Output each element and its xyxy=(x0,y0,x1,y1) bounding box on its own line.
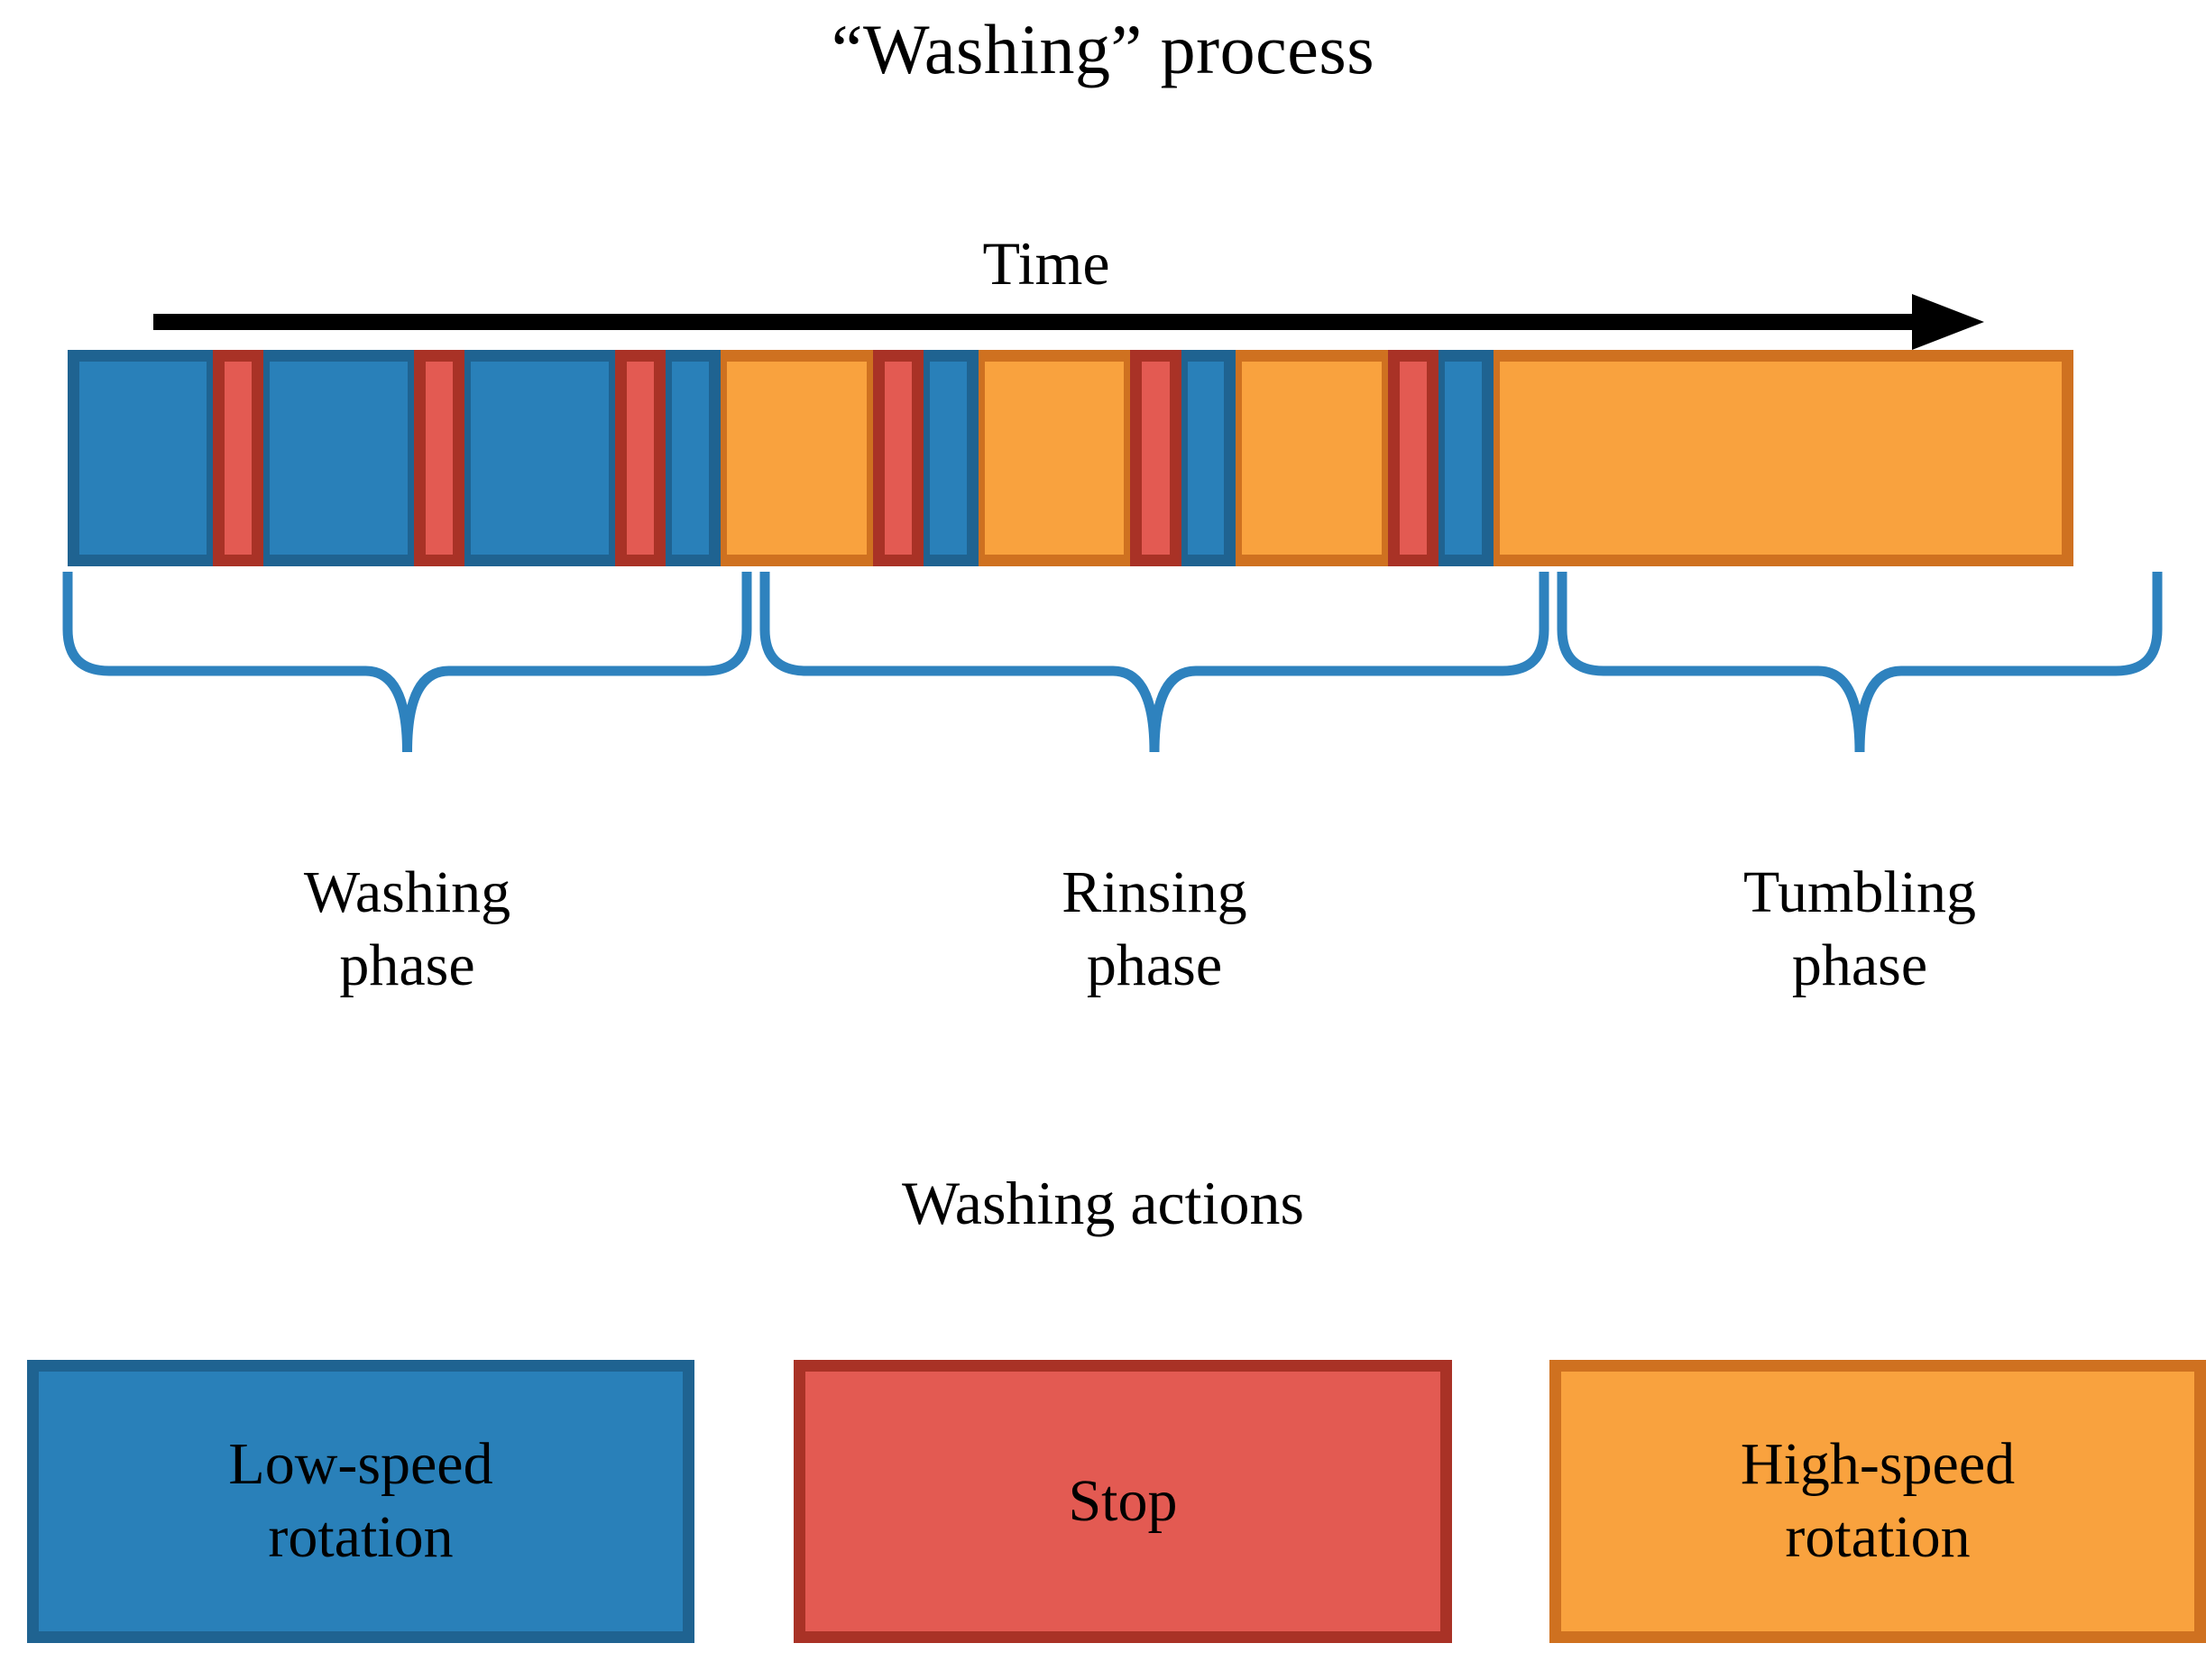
timeline-segment-fill xyxy=(1175,350,1236,566)
timeline-segment-fill xyxy=(872,350,924,566)
timeline-segment-fill xyxy=(660,350,721,566)
timeline-segment-fill xyxy=(213,350,264,566)
legend-item-label: High-speed rotation xyxy=(1740,1431,2016,1570)
timeline-segment-low-speed xyxy=(917,350,979,566)
timeline-segment-low-speed xyxy=(660,350,721,566)
legend: Low-speed rotation Stop High-speed rotatio… xyxy=(0,1360,2206,1657)
timeline-segment-stop xyxy=(213,350,264,566)
legend-item-low-speed: Low-speed rotation xyxy=(27,1360,694,1643)
timeline-segment-stop xyxy=(414,350,465,566)
page-title: “Washing” process xyxy=(831,10,1375,88)
legend-item-label: Stop xyxy=(1068,1467,1178,1534)
timeline-segment-stop xyxy=(614,350,666,566)
phase-label-rinsing: Rinsing phase xyxy=(1062,859,1247,998)
timeline-segment-low-speed xyxy=(1433,350,1494,566)
washing-actions-heading: Washing actions xyxy=(902,1169,1304,1237)
timeline-segment-fill xyxy=(714,350,878,566)
timeline-segment-fill xyxy=(1433,350,1494,566)
phase-braces xyxy=(62,572,2163,753)
timeline-segment-fill xyxy=(1388,350,1439,566)
phase-brace xyxy=(62,572,752,753)
timeline-segment-fill xyxy=(68,350,219,566)
timeline-segment-low-speed xyxy=(1175,350,1236,566)
timeline-segment-high-speed xyxy=(972,350,1136,566)
timeline-segment-low-speed xyxy=(68,350,219,566)
timeline-segment-high-speed xyxy=(1488,350,2073,566)
legend-item-stop: Stop xyxy=(794,1360,1452,1643)
timeline-segment-stop xyxy=(1130,350,1181,566)
phase-brace xyxy=(1557,572,2163,753)
timeline-segment-high-speed xyxy=(714,350,878,566)
timeline-segment-stop xyxy=(872,350,924,566)
timeline-segment-fill xyxy=(614,350,666,566)
washing-process-timeline xyxy=(68,350,2160,566)
phase-label-washing: Washing phase xyxy=(303,859,511,998)
timeline-segment-fill xyxy=(258,350,420,566)
timeline-segment-stop xyxy=(1388,350,1439,566)
timeline-segment-fill xyxy=(1130,350,1181,566)
time-axis-label: Time xyxy=(982,229,1110,298)
timeline-segment-fill xyxy=(459,350,620,566)
timeline-segment-fill xyxy=(972,350,1136,566)
phase-label-tumbling: Tumbling phase xyxy=(1742,859,1976,998)
timeline-segment-fill xyxy=(1488,350,2073,566)
time-arrow-icon xyxy=(153,294,1984,350)
phase-brace xyxy=(759,572,1549,753)
legend-item-label: Low-speed rotation xyxy=(228,1431,493,1570)
timeline-segment-low-speed xyxy=(258,350,420,566)
timeline-segment-low-speed xyxy=(459,350,620,566)
timeline-segment-high-speed xyxy=(1230,350,1394,566)
timeline-segment-fill xyxy=(414,350,465,566)
timeline-segment-fill xyxy=(1230,350,1394,566)
timeline-segment-fill xyxy=(917,350,979,566)
legend-item-high-speed: High-speed rotation xyxy=(1549,1360,2206,1643)
